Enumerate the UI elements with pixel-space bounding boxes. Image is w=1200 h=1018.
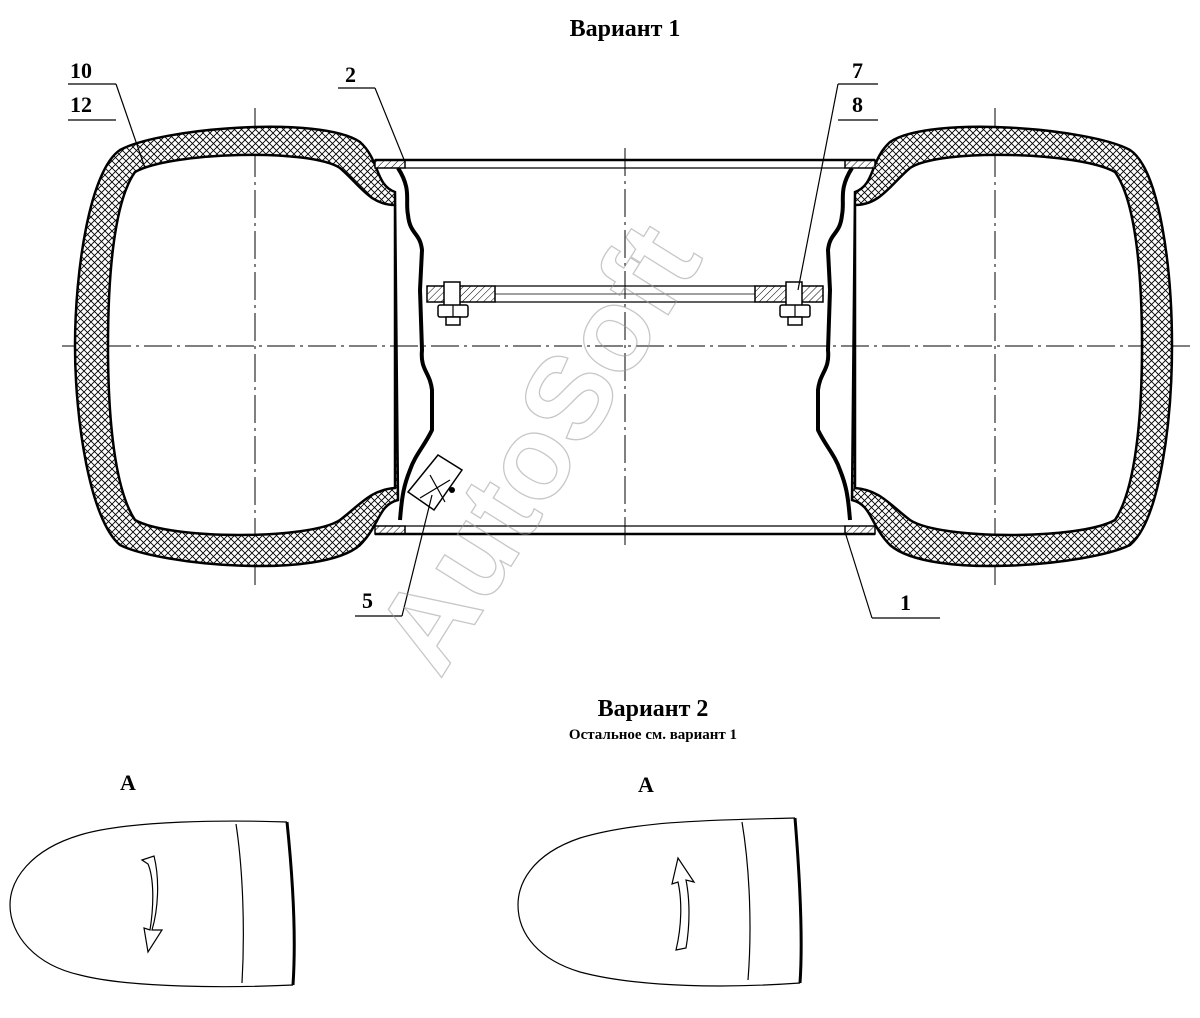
callout-7-8: 7 8 [797, 58, 878, 291]
rotation-arrow-down-icon [140, 855, 164, 954]
callout-5: 5 [355, 494, 433, 617]
svg-text:2: 2 [345, 62, 356, 87]
view-a-left-label: A [120, 770, 136, 795]
bottom-tube [374, 525, 876, 536]
variant2-title: Вариант 2 [598, 696, 709, 722]
svg-text:10: 10 [70, 58, 92, 83]
view-a-left [9, 820, 296, 988]
watermark: AutoSoft [350, 201, 726, 693]
valve [406, 454, 464, 512]
callout-1: 1 [844, 531, 940, 619]
view-a-right [517, 817, 803, 987]
variant2-subtitle: Остальное см. вариант 1 [569, 727, 737, 743]
svg-text:5: 5 [362, 588, 373, 613]
svg-text:1: 1 [900, 590, 911, 615]
center-axes [62, 108, 1190, 585]
rotation-arrow-up-icon [671, 856, 696, 951]
svg-text:12: 12 [70, 92, 92, 117]
svg-text:8: 8 [852, 92, 863, 117]
left-bolt [437, 281, 469, 326]
top-tube [374, 158, 876, 169]
svg-text:7: 7 [852, 58, 863, 83]
left-tire-section [73, 125, 400, 568]
right-tire-section [850, 125, 1174, 568]
callout-2: 2 [338, 62, 406, 163]
rim-left [396, 166, 434, 521]
rim-right [816, 166, 854, 521]
view-a-right-label: A [638, 772, 654, 797]
callout-10-12: 10 12 [68, 58, 146, 169]
variant1-title: Вариант 1 [570, 16, 681, 42]
